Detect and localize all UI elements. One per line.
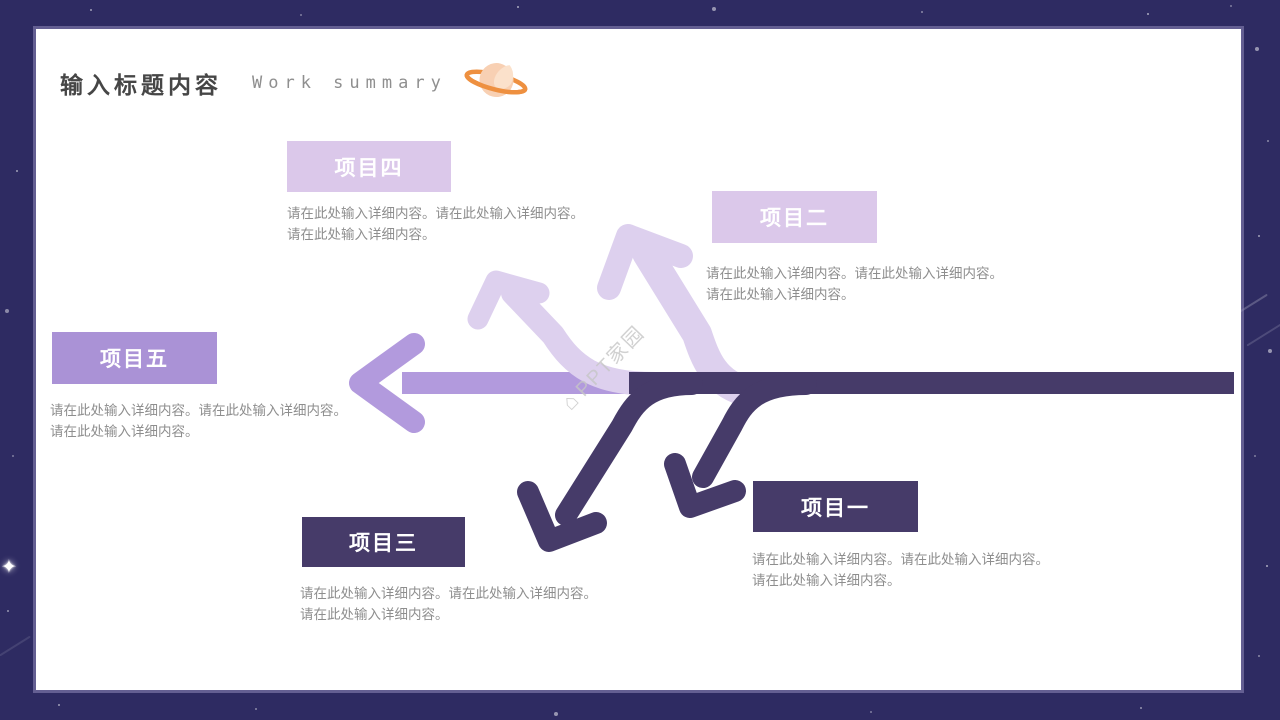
arrow-to-project-two (597, 224, 763, 407)
page-subtitle: Work summary (252, 73, 447, 93)
project-label: 项目三 (349, 532, 418, 555)
project-five-description: 请在此处输入详细内容。请在此处输入详细内容。 请在此处输入详细内容。 (50, 400, 347, 442)
arrow-to-project-three (517, 373, 703, 552)
page-title: 输入标题内容 (60, 72, 222, 98)
description-line: 请在此处输入详细内容。 (752, 573, 901, 588)
description-line: 请在此处输入详细内容。 (50, 424, 199, 439)
description-line: 请在此处输入详细内容。 (300, 607, 449, 622)
description-line: 请在此处输入详细内容。请在此处输入详细内容。 (50, 403, 347, 418)
project-four-description: 请在此处输入详细内容。请在此处输入详细内容。 请在此处输入详细内容。 (287, 203, 584, 245)
description-line: 请在此处输入详细内容。请在此处输入详细内容。 (752, 552, 1049, 567)
project-box-three: 项目三 (302, 517, 465, 567)
description-line: 请在此处输入详细内容。请在此处输入详细内容。 (300, 586, 597, 601)
bright-star-icon: ✦ (1, 557, 17, 578)
slide-header: 输入标题内容 Work summary (60, 58, 529, 108)
project-label: 项目四 (334, 156, 404, 180)
description-line: 请在此处输入详细内容。 (287, 227, 436, 242)
project-box-two: 项目二 (712, 191, 877, 243)
project-label: 项目五 (100, 348, 169, 371)
saturn-planet-icon (464, 63, 528, 98)
project-two-description: 请在此处输入详细内容。请在此处输入详细内容。 请在此处输入详细内容。 (706, 263, 1003, 305)
project-one-description: 请在此处输入详细内容。请在此处输入详细内容。 请在此处输入详细内容。 (752, 549, 1049, 591)
project-three-description: 请在此处输入详细内容。请在此处输入详细内容。 请在此处输入详细内容。 (300, 583, 597, 625)
slide-content-panel (36, 29, 1241, 690)
description-line: 请在此处输入详细内容。 (706, 287, 855, 302)
project-box-four: 项目四 (287, 141, 451, 192)
project-label: 项目二 (760, 207, 829, 230)
description-line: 请在此处输入详细内容。请在此处输入详细内容。 (706, 266, 1003, 281)
arrow-to-project-one (664, 373, 817, 518)
description-line: 请在此处输入详细内容。请在此处输入详细内容。 (287, 206, 584, 221)
project-box-five: 项目五 (52, 332, 217, 384)
project-label: 项目一 (801, 496, 870, 520)
project-box-one: 项目一 (753, 481, 918, 532)
